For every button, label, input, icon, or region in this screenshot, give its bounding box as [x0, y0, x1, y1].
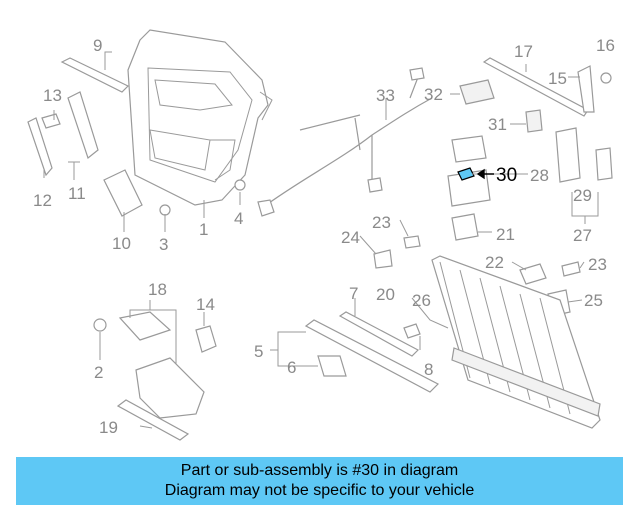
- callout-3: 3: [159, 235, 168, 254]
- callout-labels: 1 2 3 4 5 6 7 8 9 10 11 12 13 14 15 16 1…: [33, 36, 615, 437]
- part-16: [600, 72, 612, 84]
- seal-strip-part: [304, 319, 440, 393]
- strip-7-part: [338, 311, 419, 357]
- window-strip-part: [482, 57, 589, 117]
- parts-diagram: 1 2 3 4 5 6 7 8 9 10 11 12 13 14 15 16 1…: [27, 29, 615, 441]
- trim-15-part: [577, 65, 595, 113]
- callout-2: 2: [94, 363, 103, 382]
- callout-32: 32: [424, 85, 443, 104]
- callout-13: 13: [43, 86, 62, 105]
- callout-27: 27: [573, 226, 592, 245]
- switch-31-part: [525, 109, 543, 133]
- callout-10: 10: [112, 234, 131, 253]
- part-23: [403, 235, 421, 249]
- callout-5: 5: [254, 342, 263, 361]
- callout-16: 16: [596, 36, 615, 55]
- lock-28-part: [451, 135, 487, 163]
- callout-6: 6: [287, 358, 296, 377]
- lock-29-part: [555, 127, 581, 183]
- lock-bracket-part: [447, 169, 491, 207]
- door-panel-part: [127, 29, 273, 206]
- pillar-trim-part: [27, 117, 53, 177]
- callout-8: 8: [424, 360, 433, 379]
- part-24: [373, 249, 393, 269]
- callout-24: 24: [341, 228, 360, 247]
- leader-lines: [43, 51, 599, 429]
- sunshade-part: [431, 255, 601, 429]
- trim-strip-part: [60, 57, 130, 93]
- callout-12: 12: [33, 191, 52, 210]
- screw-part: [93, 179, 246, 332]
- clip-8-part: [403, 323, 421, 339]
- part-21: [451, 213, 479, 241]
- seal-19-part: [116, 399, 190, 441]
- banner-line-2: Diagram may not be specific to your vehi…: [164, 482, 475, 499]
- callout-31: 31: [488, 115, 507, 134]
- clip-part: [41, 113, 61, 129]
- callout-20: 20: [376, 285, 395, 304]
- callout-26: 26: [412, 291, 431, 310]
- banner-line-1: Part or sub-assembly is #30 in diagram: [180, 462, 459, 479]
- clip-6-part: [317, 355, 347, 377]
- callout-29: 29: [573, 186, 592, 205]
- part-22: [519, 263, 547, 285]
- callout-15: 15: [548, 69, 567, 88]
- callout-23b: 23: [588, 255, 607, 274]
- callout-23a: 23: [372, 213, 391, 232]
- part-14: [195, 325, 217, 353]
- callout-25: 25: [584, 291, 603, 310]
- info-banner: Part or sub-assembly is #30 in diagram D…: [16, 457, 623, 505]
- callout-9: 9: [93, 36, 102, 55]
- wiring-harness-part: [261, 71, 433, 209]
- callout-17: 17: [514, 42, 533, 61]
- callout-7: 7: [349, 284, 358, 303]
- speaker-grille-part: [103, 169, 143, 217]
- callout-30-arrow: [476, 168, 494, 180]
- callout-21: 21: [496, 225, 515, 244]
- callout-4: 4: [234, 209, 243, 228]
- callout-28: 28: [530, 166, 549, 185]
- handle-trim-part: [67, 91, 99, 160]
- callout-1: 1: [199, 220, 208, 239]
- callout-14: 14: [196, 295, 215, 314]
- callout-22: 22: [485, 253, 504, 272]
- callout-30: 30: [496, 165, 517, 186]
- highlighted-part-30: [457, 167, 475, 181]
- callout-19: 19: [99, 418, 118, 437]
- handle-18-part: [118, 311, 172, 341]
- callout-33: 33: [376, 86, 395, 105]
- handle-housing-part: [135, 357, 205, 419]
- callout-11: 11: [68, 184, 86, 203]
- callout-18: 18: [148, 280, 167, 299]
- switch-part: [459, 79, 495, 105]
